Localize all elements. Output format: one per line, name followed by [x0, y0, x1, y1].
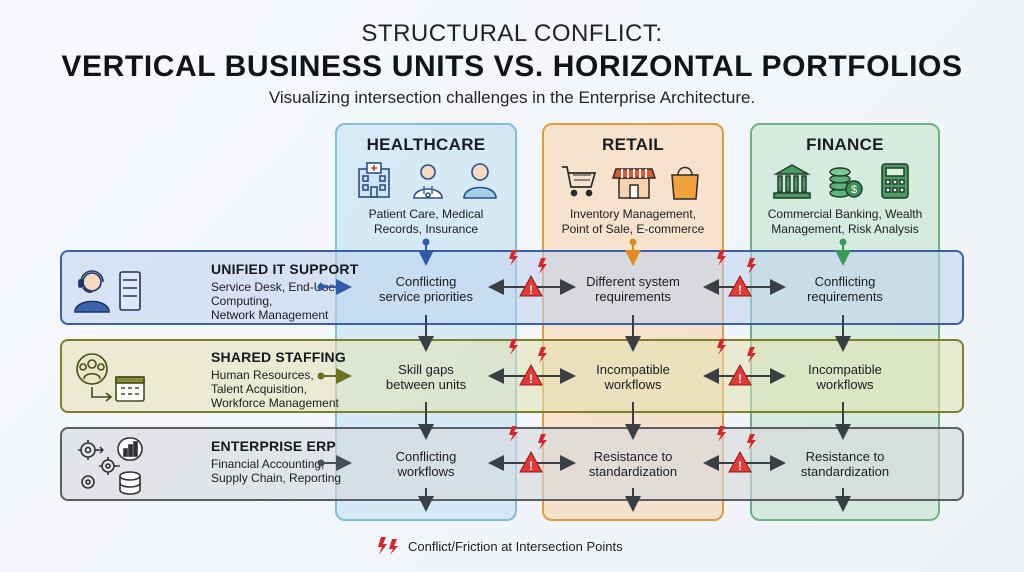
hospital-icon — [358, 162, 390, 198]
doctor-icon — [413, 164, 443, 199]
legend-label: Conflict/Friction at Intersection Points — [408, 539, 623, 554]
row-title: SHARED STAFFING — [211, 349, 346, 365]
row-title: ENTERPRISE ERP — [211, 438, 336, 454]
coins-icon: $ — [829, 167, 863, 198]
row-icons — [74, 270, 141, 313]
gears-icon — [78, 440, 117, 489]
storefront-icon — [611, 168, 657, 199]
calendar-icon — [115, 376, 145, 402]
patient-icon — [463, 163, 497, 199]
column-title: HEALTHCARE — [366, 135, 486, 154]
column-title: RETAIL — [602, 135, 664, 154]
subtitle: Visualizing intersection challenges in t… — [268, 88, 756, 107]
column-description: Inventory Management, Point of Sale, E-c… — [561, 207, 705, 236]
team-icon — [76, 353, 108, 385]
row-description: Service Desk, End-User Computing, Networ… — [211, 280, 340, 322]
column-icons — [544, 161, 722, 201]
column-description: Patient Care, Medical Records, Insurance — [368, 207, 484, 236]
title-line-2: VERTICAL BUSINESS UNITS VS. HORIZONTAL P… — [61, 50, 963, 83]
row-description: Financial Accounting, Supply Chain, Repo… — [211, 457, 342, 485]
title-line-1: STRUCTURAL CONFLICT: — [361, 20, 663, 47]
svg-text:$: $ — [851, 184, 857, 196]
row-title: UNIFIED IT SUPPORT — [211, 261, 359, 277]
shopping-cart-icon — [562, 166, 597, 197]
calculator-icon — [881, 163, 909, 199]
lightning-icon — [378, 537, 398, 555]
column-icons — [337, 161, 515, 201]
column-description: Commercial Banking, Wealth Management, R… — [767, 207, 923, 236]
database-icon — [119, 471, 141, 495]
server-icon — [119, 271, 141, 311]
column-title: FINANCE — [806, 135, 884, 154]
row-icons — [76, 353, 145, 402]
headset-agent-icon — [74, 270, 110, 313]
bank-icon — [773, 164, 811, 199]
chart-icon — [117, 437, 143, 461]
row-icons — [78, 437, 143, 495]
row-description: Human Resources, Talent Acquisition, Wor… — [211, 368, 339, 410]
shopping-bag-icon — [671, 166, 699, 200]
column-icons: $ — [752, 161, 938, 201]
